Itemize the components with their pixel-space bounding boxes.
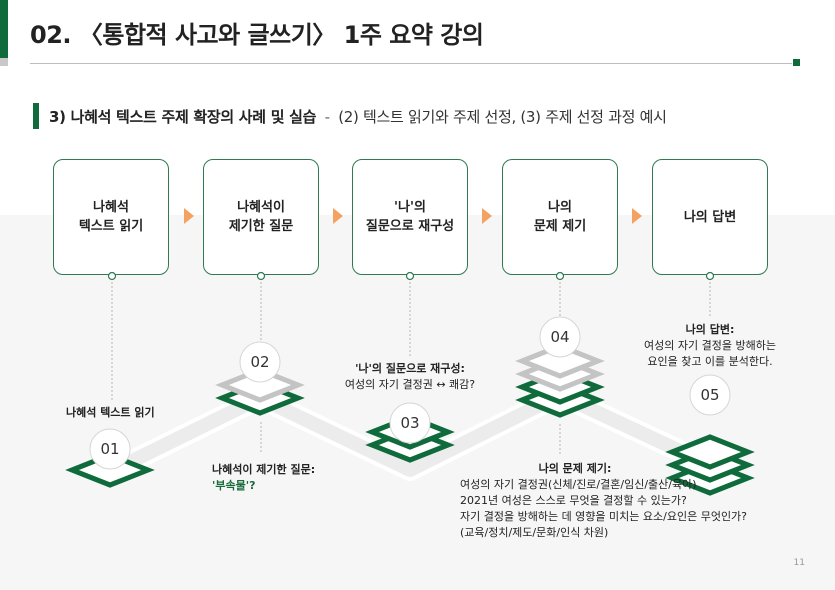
stage-label-4-detail-1: 여성의 자기 결정권(신체/진로/결혼/임신/출산/육아) (460, 478, 697, 491)
connector-dot-4 (555, 271, 565, 281)
step-label-1: 나혜석 텍스트 읽기 (78, 200, 144, 234)
step-box-3: '나'의 질문으로 재구성 (352, 159, 468, 275)
subtitle-rest: (2) 텍스트 읽기와 주제 선정, (3) 주제 선정 과정 예시 (338, 108, 667, 126)
step-label-3: '나'의 질문으로 재구성 (365, 200, 455, 234)
stage-number: 03 (400, 414, 419, 432)
connector-dot-3 (405, 271, 415, 281)
stage-number: 04 (550, 328, 569, 346)
stage-number-circle (89, 428, 131, 470)
corner-accent-gray (0, 58, 8, 66)
stage-number: 01 (100, 440, 119, 458)
stage-number: 05 (700, 386, 719, 404)
stage-number-circle (689, 374, 731, 416)
arrow-right-icon (184, 208, 194, 224)
arrow-right-icon (632, 208, 642, 224)
corner-accent-bar (0, 0, 8, 58)
connector-dot-1 (107, 271, 117, 281)
stage-label-5-detail-1: 여성의 자기 결정을 방해하는 (644, 339, 776, 352)
stage-label-3: '나'의 질문으로 재구성: 여성의 자기 결정권 ↔ 쾌감? (340, 361, 480, 393)
page-number: 11 (793, 558, 805, 568)
stage-label-4: 나의 문제 제기: 여성의 자기 결정권(신체/진로/결혼/임신/출산/육아) … (460, 461, 747, 541)
step-label-4: 나의 문제 제기 (533, 200, 587, 234)
stage-label-2-title: 나혜석이 제기한 질문: (212, 463, 316, 476)
step-box-5: 나의 답변 (652, 159, 768, 275)
zigzag-path-inner (106, 388, 713, 479)
step-box-4: 나의 문제 제기 (502, 159, 618, 275)
stage-number-circle (389, 402, 431, 444)
stage-label-5-detail-2: 요인을 찾고 이를 분석한다. (647, 355, 773, 368)
step-label-2: 나혜석이 제기한 질문 (228, 200, 294, 234)
title-divider-dot (793, 59, 800, 66)
stage-label-1: 나혜석 텍스트 읽기 (66, 405, 155, 421)
section-subtitle: 3) 나혜석 텍스트 주제 확장의 사례 및 실습 - (2) 텍스트 읽기와 … (49, 106, 667, 127)
arrow-right-icon (333, 208, 343, 224)
subtitle-separator: - (324, 108, 330, 126)
stage-label-5: 나의 답변: 여성의 자기 결정을 방해하는 요인을 찾고 이를 분석한다. (640, 322, 780, 370)
stage-number-circle (539, 316, 581, 358)
stage-label-3-title: '나'의 질문으로 재구성: (355, 362, 465, 375)
connector-dot-2 (256, 271, 266, 281)
stage-label-2: 나혜석이 제기한 질문: '부속물'? (212, 462, 315, 494)
stage-label-4-title: 나의 문제 제기: (538, 462, 612, 475)
stage-label-3-detail: 여성의 자기 결정권 ↔ 쾌감? (344, 378, 476, 391)
stage-number: 02 (250, 353, 269, 371)
stage-label-4-detail-3: 자기 결정을 방해하는 데 영향을 미치는 요소/요인은 무엇인가? (460, 510, 748, 523)
stage-label-1-title: 나혜석 텍스트 읽기 (66, 406, 155, 419)
stage-label-2-detail: '부속물'? (212, 479, 256, 492)
subtitle-accent-bar (33, 103, 39, 129)
stage-label-4-detail-2: 2021년 여성은 스스로 무엇을 결정할 수 있는가? (460, 494, 687, 507)
title-divider (30, 63, 792, 64)
subtitle-main: 3) 나혜석 텍스트 주제 확장의 사례 및 실습 (49, 108, 317, 126)
stage-label-5-title: 나의 답변: (685, 323, 735, 336)
connector-dot-5 (705, 271, 715, 281)
step-label-5: 나의 답변 (683, 209, 737, 225)
step-box-1: 나혜석 텍스트 읽기 (53, 159, 169, 275)
arrow-right-icon (482, 208, 492, 224)
stage-number-circle (239, 341, 281, 383)
step-box-2: 나혜석이 제기한 질문 (203, 159, 319, 275)
stage-label-4-detail-4: (교육/정치/제도/문화/인식 차원) (460, 526, 609, 539)
diamond-layer-green (665, 434, 755, 470)
page-title: 02. 〈통합적 사고와 글쓰기〉 1주 요약 강의 (30, 21, 484, 49)
